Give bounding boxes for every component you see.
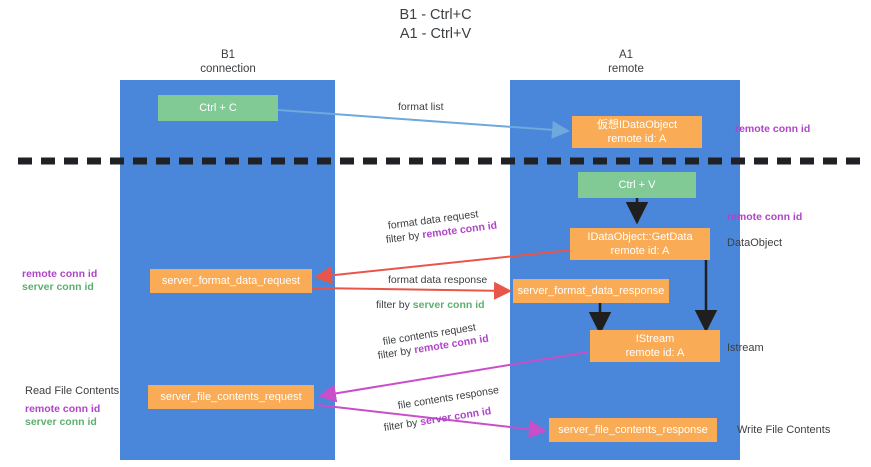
box-istream-line2: remote id: A: [625, 347, 685, 359]
box-server-file-contents-request-label: server_file_contents_request: [160, 391, 302, 403]
side-label-left-remote-conn-id-bot: remote conn id: [25, 403, 101, 415]
label-file-contents-response-filter-prefix: filter by: [382, 416, 422, 434]
label-format-list: format list: [398, 101, 444, 113]
arrow-format-data-response: [311, 281, 512, 300]
column-caption-b1-name: B1: [220, 49, 236, 61]
box-server-format-data-request-label: server_format_data_request: [161, 275, 301, 287]
column-caption-a1-role: remote: [608, 63, 644, 75]
column-caption-b1-role: connection: [200, 63, 256, 75]
column-caption-b1: B1 connection: [150, 48, 306, 76]
side-label-write-file-contents: Write File Contents: [737, 424, 831, 436]
page-title: B1 - Ctrl+C A1 - Ctrl+V: [0, 6, 871, 44]
side-label-istream: Istream: [727, 342, 764, 354]
box-istream-line1: IStream: [635, 333, 675, 345]
box-idataobject-getdata-line2: remote id: A: [610, 245, 670, 257]
box-server-file-contents-response-label: server_file_contents_response: [558, 424, 708, 436]
box-ctrl-v[interactable]: Ctrl + V: [578, 172, 696, 198]
label-file-contents-response-filter-key: server conn id: [419, 405, 493, 429]
label-format-data-response-filter: filter by server conn id: [376, 299, 485, 312]
label-file-contents-request-filter-prefix: filter by: [376, 344, 416, 362]
column-caption-a1: A1 remote: [548, 48, 704, 76]
box-server-format-data-response-label: server_format_data_response: [517, 285, 665, 297]
box-ctrl-c[interactable]: Ctrl + C: [158, 95, 278, 121]
page-title-line2: A1 - Ctrl+V: [399, 26, 472, 42]
page-title-line1: B1 - Ctrl+C: [399, 7, 472, 23]
label-format-data-response-filter-key: server conn id: [412, 299, 485, 311]
label-format-data-response-filter-prefix: filter by: [376, 299, 413, 311]
box-virtual-idataobject-line1: 仮想IDataObject: [596, 119, 678, 131]
side-label-dataobject: DataObject: [727, 237, 783, 249]
side-label-remote-conn-id-top: remote conn id: [735, 123, 811, 135]
box-virtual-idataobject[interactable]: 仮想IDataObject remote id: A: [572, 116, 702, 148]
box-server-file-contents-request[interactable]: server_file_contents_request: [148, 385, 314, 409]
box-virtual-idataobject-line2: remote id: A: [607, 133, 667, 145]
side-label-left-server-conn-id-bot: server conn id: [25, 416, 97, 428]
box-idataobject-getdata-line1: IDataObject::GetData: [587, 231, 693, 243]
column-caption-a1-name: A1: [618, 49, 634, 61]
side-label-left-remote-conn-id-mid: remote conn id: [22, 268, 98, 280]
box-ctrl-v-label: Ctrl + V: [618, 179, 656, 191]
box-istream[interactable]: IStream remote id: A: [590, 330, 720, 362]
box-server-file-contents-response[interactable]: server_file_contents_response: [549, 418, 717, 442]
side-label-left-server-conn-id-mid: server conn id: [22, 281, 94, 293]
side-label-read-file-contents: Read File Contents: [25, 385, 120, 397]
box-idataobject-getdata[interactable]: IDataObject::GetData remote id: A: [570, 228, 710, 260]
box-ctrl-c-label: Ctrl + C: [199, 102, 237, 114]
box-server-format-data-request[interactable]: server_format_data_request: [150, 269, 312, 293]
side-label-remote-conn-id-mid: remote conn id: [727, 211, 803, 223]
box-server-format-data-response[interactable]: server_format_data_response: [513, 279, 669, 303]
label-format-data-response: format data response: [388, 274, 488, 286]
